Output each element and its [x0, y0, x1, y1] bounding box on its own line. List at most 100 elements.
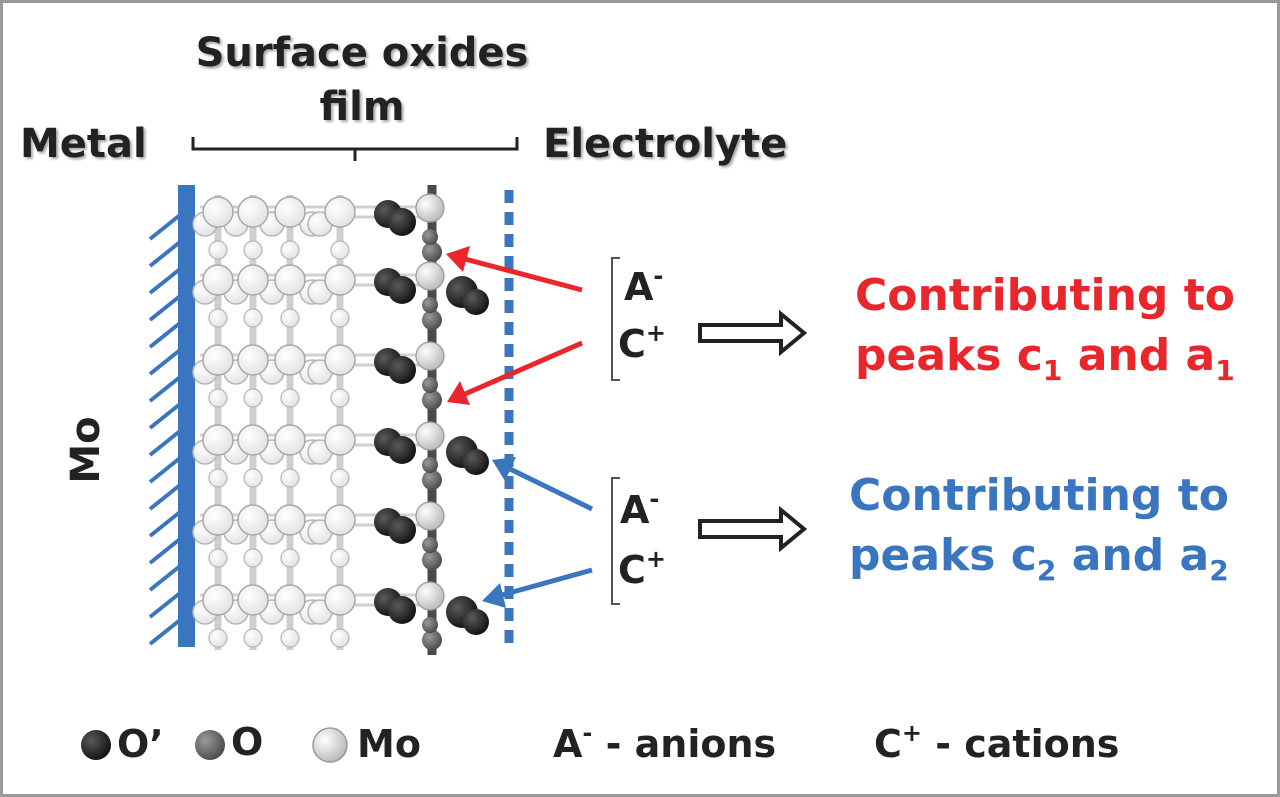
- mo-atom-inner: [274, 424, 306, 456]
- metal-hatching: [148, 213, 182, 646]
- hatch-line: [148, 267, 182, 295]
- mo-atom-inner: [202, 584, 234, 616]
- mo-atom-inner: [237, 264, 269, 296]
- mo-atom-inner: [274, 504, 306, 536]
- mo-atom-inner: [202, 504, 234, 536]
- hatch-line: [148, 537, 182, 565]
- o-atom-surface: [422, 630, 442, 650]
- cation-label-1: C+: [618, 319, 666, 366]
- contribution-text-1-line2: peaks c1 and a1: [855, 330, 1235, 387]
- mo-atom-inner: [202, 424, 234, 456]
- blue-arrowhead-1: [492, 457, 516, 481]
- mo-atom-inner: [237, 196, 269, 228]
- metal-surface-line: [178, 185, 195, 647]
- oxygen-atom-bridge: [280, 308, 300, 328]
- blue-arrow-1: [508, 466, 594, 512]
- mo-atom-inner: [324, 344, 356, 376]
- mo-atom-inner: [202, 264, 234, 296]
- ion-bracket-2: [611, 477, 620, 605]
- anion-label-2: A-: [620, 485, 659, 532]
- hollow-arrow-1: [698, 309, 808, 357]
- hatch-line: [148, 429, 182, 457]
- blue-arrowhead-2: [482, 583, 506, 608]
- red-arrow-2: [464, 340, 583, 397]
- o-atom-surface: [422, 457, 438, 473]
- oxygen-atom-bridge: [243, 308, 263, 328]
- mo-atom-inner: [324, 196, 356, 228]
- red-arrows: [446, 246, 583, 405]
- o-atom-surface: [422, 550, 442, 570]
- oxygen-atom-bridge: [280, 388, 300, 408]
- o-atom-surface: [422, 470, 442, 490]
- legend-mo-marker: [312, 727, 348, 763]
- hatch-line: [148, 375, 182, 403]
- o-atom-surface: [422, 297, 438, 313]
- o-prime-atom: [388, 276, 416, 304]
- oxygen-atom-bridge: [330, 468, 350, 488]
- mo-atom-inner: [202, 344, 234, 376]
- mo-atom-inner: [274, 584, 306, 616]
- contribution-text-2-line1: Contributing to: [849, 470, 1229, 521]
- contribution-text-1-line1: Contributing to: [855, 270, 1235, 321]
- mo-atom-surface: [415, 501, 445, 531]
- oxygen-atom-bridge: [208, 548, 228, 568]
- o-prime-atom: [388, 596, 416, 624]
- hatch-line: [148, 213, 182, 241]
- o-atom-surface: [422, 242, 442, 262]
- legend-o-label: O: [231, 720, 263, 764]
- oxygen-atom-bridge: [243, 240, 263, 260]
- mo-atom-inner: [202, 196, 234, 228]
- hatch-line: [148, 564, 182, 592]
- hatch-line: [148, 591, 182, 619]
- mo-atom-inner: [274, 196, 306, 228]
- oxygen-atom-bridge: [243, 548, 263, 568]
- mo-atom-surface: [415, 341, 445, 371]
- oxygen-atom-bridge: [208, 388, 228, 408]
- mo-vertical-label: Mo: [63, 416, 109, 483]
- blue-arrows: [482, 457, 594, 608]
- o-prime-atom: [388, 356, 416, 384]
- o-atom-surface: [422, 390, 442, 410]
- legend-o-prime-marker: [81, 730, 111, 760]
- red-arrow-1: [464, 256, 583, 293]
- oxygen-atom-bridge: [208, 468, 228, 488]
- mo-atom-inner: [237, 584, 269, 616]
- o-atom-surface: [422, 310, 442, 330]
- cation-label-2: C+: [618, 545, 666, 592]
- hatch-line: [148, 348, 182, 376]
- electrolyte-label: Electrolyte: [543, 121, 787, 167]
- o-prime-atom-outer: [463, 449, 489, 475]
- hollow-arrow-2: [698, 505, 808, 553]
- oxygen-atom-bridge: [330, 308, 350, 328]
- oxygen-atom-bridge: [280, 548, 300, 568]
- o-atom-surface: [422, 617, 438, 633]
- legend-cations: C+ - cations: [874, 719, 1119, 766]
- legend: O’ O Mo A- - anions C+ - cations: [81, 719, 1119, 766]
- ion-bracket-1: [611, 257, 620, 381]
- surface-oxides-label-line2: film: [319, 84, 404, 130]
- mo-atom-inner: [324, 504, 356, 536]
- oxygen-atom-bridge: [330, 548, 350, 568]
- oxygen-atom-bridge: [208, 308, 228, 328]
- legend-mo-label: Mo: [357, 722, 421, 766]
- oxygen-atom-bridge: [330, 240, 350, 260]
- mo-atom-inner: [237, 344, 269, 376]
- oxygen-atom-bridge: [243, 388, 263, 408]
- oxygen-atom-bridge: [208, 628, 228, 648]
- legend-anions: A- - anions: [553, 719, 776, 766]
- o-prime-atom: [388, 208, 416, 236]
- oxygen-atom-bridge: [330, 628, 350, 648]
- oxygen-atom-bridge: [280, 468, 300, 488]
- o-atom-surface: [422, 377, 438, 393]
- oxygen-atom-bridge: [243, 628, 263, 648]
- film-bracket: [191, 137, 519, 161]
- contribution-text-2-line2: peaks c2 and a2: [849, 530, 1229, 587]
- mo-atom-surface: [415, 261, 445, 291]
- mo-atom-inner: [324, 584, 356, 616]
- hatch-line: [148, 483, 182, 511]
- hatch-line: [148, 618, 182, 646]
- oxide-lattice: [192, 185, 489, 655]
- hatch-line: [148, 510, 182, 538]
- legend-o-prime-label: O’: [117, 722, 164, 766]
